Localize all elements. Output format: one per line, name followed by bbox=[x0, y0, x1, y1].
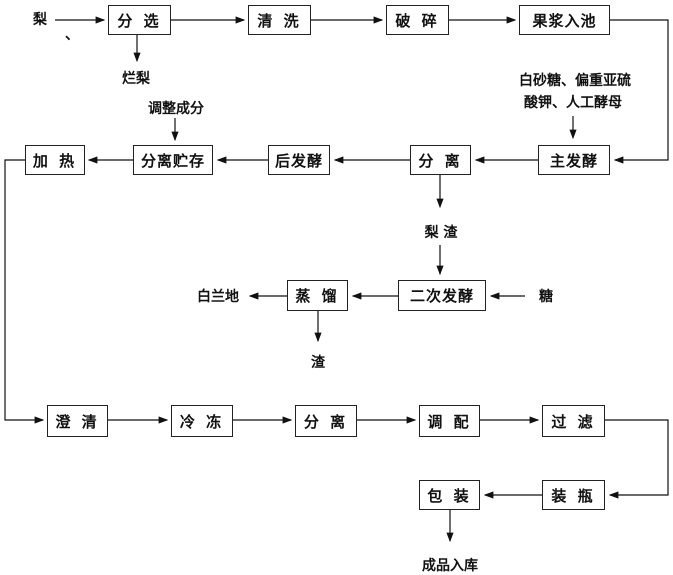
step-packaging: 包 装 bbox=[419, 480, 480, 510]
step-distill: 蒸 馏 bbox=[287, 280, 348, 311]
step-sorting: 分 选 bbox=[108, 5, 171, 35]
step-blend: 调 配 bbox=[419, 405, 480, 437]
output-residue: 渣 bbox=[311, 355, 325, 371]
step-secondary-ferment: 二次发酵 bbox=[398, 280, 486, 311]
mark: 、 bbox=[65, 27, 79, 43]
step-washing: 清 洗 bbox=[248, 5, 311, 35]
step-main-ferment: 主发酵 bbox=[538, 145, 610, 175]
step-freeze: 冷 冻 bbox=[171, 405, 233, 437]
arrow bbox=[605, 419, 669, 499]
input-pear: 梨 bbox=[33, 12, 47, 28]
step-separate-2: 分 离 bbox=[295, 405, 357, 437]
output-product: 成品入库 bbox=[422, 558, 478, 574]
input-additives-2: 酸钾、人工酵母 bbox=[524, 95, 622, 111]
input-sugar: 糖 bbox=[539, 289, 553, 305]
step-post-ferment: 后发酵 bbox=[268, 145, 330, 175]
step-separate-1: 分 离 bbox=[410, 145, 471, 175]
arrow bbox=[610, 19, 669, 164]
output-brandy: 白兰地 bbox=[197, 289, 239, 305]
step-clarify: 澄 清 bbox=[47, 405, 108, 437]
arrow bbox=[4, 159, 45, 424]
step-filter: 过 滤 bbox=[542, 405, 605, 437]
output-pomace: 梨 渣 bbox=[424, 225, 458, 241]
step-crushing: 破 碎 bbox=[386, 5, 449, 35]
input-additives-1: 白砂糖、偏重亚硫 bbox=[519, 73, 631, 89]
input-adjust: 调整成分 bbox=[148, 101, 204, 117]
output-rotten-pear: 烂梨 bbox=[122, 71, 150, 87]
step-separate-store: 分离贮存 bbox=[133, 145, 213, 175]
step-heating: 加 热 bbox=[25, 145, 85, 175]
step-bottling: 装 瓶 bbox=[542, 480, 605, 510]
step-pulp-tank: 果浆入池 bbox=[519, 5, 610, 35]
